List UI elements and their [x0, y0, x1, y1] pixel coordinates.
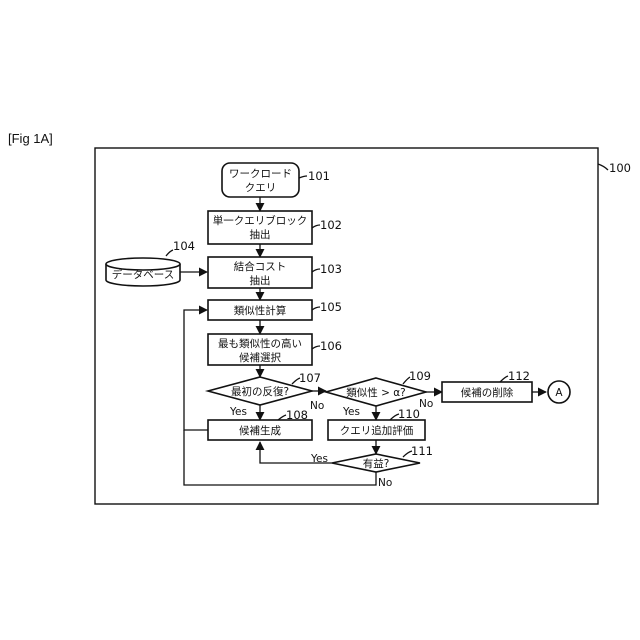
svg-text:類似性計算: 類似性計算 [234, 304, 287, 317]
ref-109: 109 [409, 369, 431, 383]
node-select-candidate: 最も類似性の高い 候補選択 [208, 334, 312, 365]
node-database: データベース [106, 258, 180, 286]
edge-benefit-no: No [378, 477, 392, 489]
node-query-eval: クエリ追加評価 [328, 420, 425, 440]
ref-103: 103 [320, 262, 342, 276]
node-block-extract: 単一クエリブロック 抽出 [208, 211, 312, 244]
node-similarity-calc: 類似性計算 [208, 300, 312, 320]
ref-106: 106 [320, 339, 342, 353]
svg-text:クエリ追加評価: クエリ追加評価 [340, 424, 414, 437]
ref-101: 101 [308, 169, 330, 183]
svg-text:ワークロード: ワークロード [229, 168, 292, 180]
svg-text:候補生成: 候補生成 [239, 424, 281, 437]
frame-ref: 100 [609, 161, 631, 175]
edge-first-no: No [310, 400, 324, 412]
ref-104: 104 [173, 239, 195, 253]
ref-102: 102 [320, 218, 342, 232]
svg-text:候補の削除: 候補の削除 [461, 386, 514, 399]
svg-text:A: A [555, 387, 563, 399]
svg-text:類似性 > α?: 類似性 > α? [346, 386, 405, 399]
edge-benefit-yes: Yes [310, 453, 328, 465]
node-candidate-gen: 候補生成 [208, 420, 312, 440]
svg-text:クエリ: クエリ [245, 182, 277, 194]
node-workload-query: ワークロード クエリ [222, 163, 299, 197]
edge-alpha-yes: Yes [342, 406, 360, 418]
svg-text:最も類似性の高い: 最も類似性の高い [218, 337, 302, 350]
svg-text:有益?: 有益? [363, 457, 390, 470]
ref-111: 111 [411, 444, 433, 458]
edge-alpha-no: No [419, 398, 433, 410]
node-join-cost: 結合コスト 抽出 [208, 257, 312, 288]
node-delete-candidate: 候補の削除 [442, 382, 532, 402]
svg-text:抽出: 抽出 [250, 228, 271, 241]
svg-text:抽出: 抽出 [250, 274, 271, 287]
node-beneficial: 有益? [332, 454, 420, 472]
svg-text:候補選択: 候補選択 [239, 351, 281, 364]
figure-frame [95, 148, 598, 504]
ref-110: 110 [398, 407, 420, 421]
svg-text:結合コスト: 結合コスト [234, 260, 287, 273]
ref-112: 112 [508, 369, 530, 383]
svg-text:単一クエリブロック: 単一クエリブロック [213, 214, 308, 227]
svg-text:最初の反復?: 最初の反復? [231, 385, 289, 398]
ref-107: 107 [299, 371, 321, 385]
node-first-iteration: 最初の反復? [208, 377, 312, 405]
ref-108: 108 [286, 408, 308, 422]
svg-text:データベース: データベース [112, 268, 174, 281]
ref-105: 105 [320, 300, 342, 314]
edge-first-yes: Yes [229, 406, 247, 418]
node-connector-a: A [548, 381, 570, 403]
